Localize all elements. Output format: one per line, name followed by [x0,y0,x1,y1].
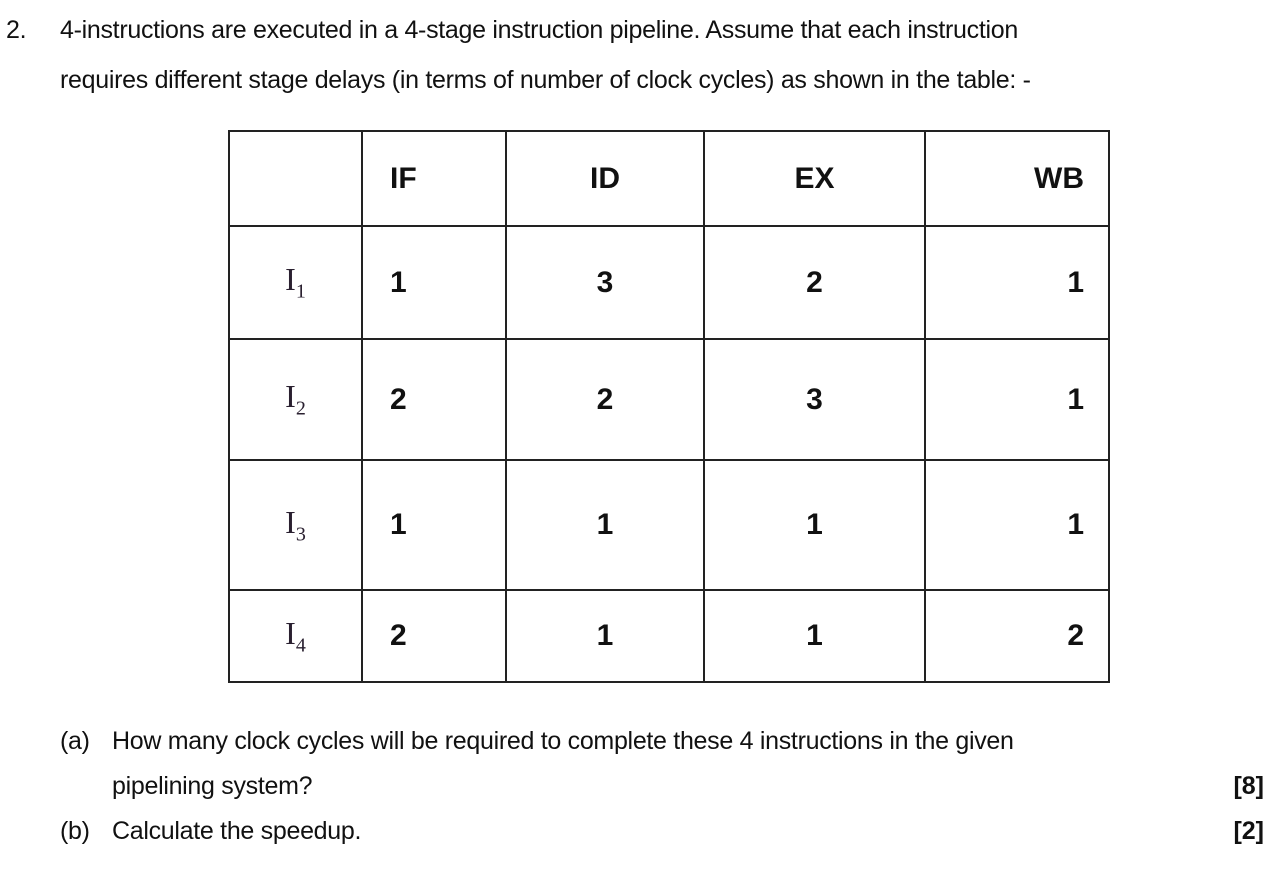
header-cell [228,130,363,227]
cell: 3 [505,225,705,340]
header-cell: ID [505,130,705,227]
cell: 1 [703,459,926,591]
cell: 1 [361,225,507,340]
part-b-text: Calculate the speedup. [112,817,362,845]
cell: 2 [703,225,926,340]
table-row: I3 1 1 1 1 [228,459,1110,591]
part-b-marks: [2] [1233,817,1264,845]
row-label: I2 [228,338,363,461]
cell: 2 [924,589,1110,683]
header-cell: WB [924,130,1110,227]
cell: 2 [505,338,705,461]
row-label-sub: 1 [295,280,306,303]
table-row: I1 1 3 2 1 [228,225,1110,340]
cell: 2 [361,338,507,461]
stage-delay-table: IF ID EX WB I1 1 3 2 1 I2 2 2 3 1 I3 1 1… [228,130,1110,683]
row-label-text: I [285,614,296,651]
table-header-row: IF ID EX WB [228,130,1110,227]
cell: 1 [924,459,1110,591]
header-cell: EX [703,130,926,227]
question-number: 2. [6,16,27,44]
row-label-text: I [285,261,296,298]
cell: 1 [924,338,1110,461]
part-a-text: How many clock cycles will be required t… [112,727,1014,755]
cell: 1 [361,459,507,591]
table-row: I2 2 2 3 1 [228,338,1110,461]
row-label-sub: 4 [295,634,306,657]
cell: 1 [924,225,1110,340]
part-b-label: (b) [60,817,90,845]
part-a-label: (a) [60,727,90,755]
question-text-line2: requires different stage delays (in term… [60,66,1031,94]
row-label-sub: 2 [295,397,306,420]
part-a-marks: [8] [1233,772,1264,800]
row-label: I4 [228,589,363,683]
cell: 1 [505,589,705,683]
cell: 1 [505,459,705,591]
cell: 1 [703,589,926,683]
row-label: I1 [228,225,363,340]
question-text-line1: 4-instructions are executed in a 4-stage… [60,16,1018,44]
cell: 2 [361,589,507,683]
row-label-text: I [285,378,296,415]
row-label: I3 [228,459,363,591]
header-cell: IF [361,130,507,227]
cell: 3 [703,338,926,461]
table-row: I4 2 1 1 2 [228,589,1110,683]
part-a-text-2: pipelining system? [112,772,313,800]
row-label-text: I [285,503,296,540]
row-label-sub: 3 [295,523,306,546]
